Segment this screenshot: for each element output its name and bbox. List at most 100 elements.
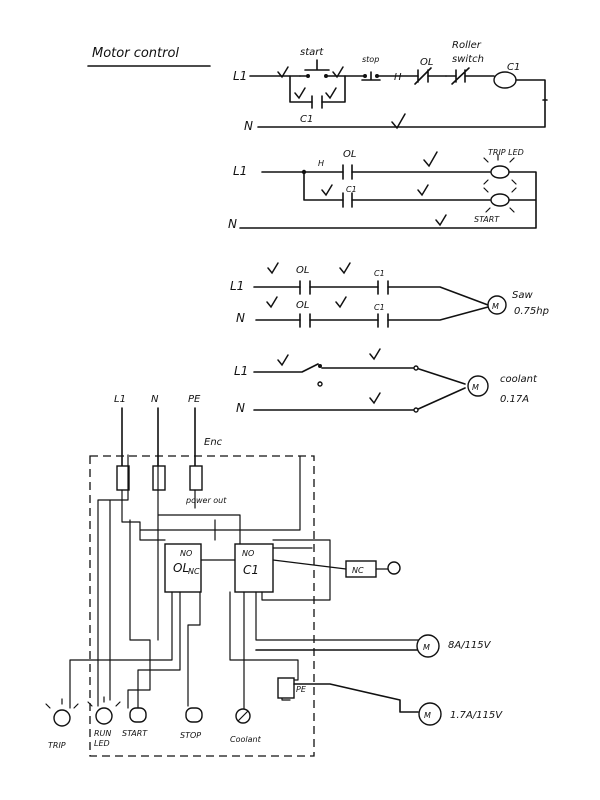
c1-contactor-box [234, 543, 274, 593]
c1-seal-contact [311, 95, 323, 109]
motor2-m: M [424, 711, 431, 720]
panel-wiring: L1 N PE Enc power out OL NO NC C1 NO NC … [45, 394, 503, 757]
ol-nc-label: NC [188, 567, 200, 576]
rung2-c1-contact [342, 192, 353, 208]
rung3-l1-label: L1 [230, 279, 244, 293]
rung4-l1-label: L1 [234, 364, 248, 378]
coolant-motor [467, 375, 489, 397]
rung1-n-label: N [244, 119, 253, 133]
rung4-l1-wire [253, 363, 466, 385]
rung2-n-label: N [228, 217, 237, 231]
wiring-l1-label: L1 [114, 394, 126, 405]
c1-box-label: C1 [243, 563, 259, 577]
run-led-label-2: LED [94, 739, 110, 748]
roller-switch-contact [451, 67, 470, 85]
diagram-title: Motor control [92, 46, 179, 61]
coolant-motor-m: M [472, 383, 479, 392]
saw-hp-label: 0.75hp [514, 306, 549, 317]
pe-terminal-label: PE [296, 685, 307, 694]
start-led-label: START [474, 215, 500, 224]
rung1-coil-label: C1 [507, 62, 520, 73]
n-terminal [152, 465, 166, 491]
rung3-ol2-label: OL [296, 300, 309, 311]
wiring-pe-label: PE [188, 394, 201, 405]
start-pushbutton [304, 59, 330, 71]
run-led [95, 707, 113, 725]
panel-internal-wires [69, 454, 421, 709]
run-led-label-1: RUN [94, 729, 111, 738]
pe-ground-terminal [277, 677, 295, 699]
ol-box-label: OL [173, 561, 189, 575]
trip-indicator [53, 709, 71, 727]
limit-switch-roller [387, 561, 401, 575]
coolant-device-label: Coolant [230, 735, 262, 744]
enclosure-outline [89, 455, 315, 757]
rung3-ol1-label: OL [296, 265, 309, 276]
trip-device-label: TRIP [48, 741, 66, 750]
rung2-n-wire [239, 171, 537, 229]
rung-1-start-stop: L1 N start C1 stop H OL Roller switch C1 [233, 40, 548, 133]
start-button-label: start [300, 47, 324, 58]
rung2-c1-label: C1 [346, 185, 357, 194]
start-device-label: START [122, 729, 148, 738]
rung2-ol-contact [342, 164, 353, 180]
seal-in-branch [289, 75, 346, 103]
c1-seal-label: C1 [300, 114, 313, 125]
roller-label: Roller [452, 40, 482, 51]
rung3-c1a-label: C1 [374, 269, 385, 278]
rung3-n-wire [255, 306, 489, 321]
coolant-amps-label: 0.17A [500, 394, 529, 405]
motor1-rating: 8A/115V [448, 640, 492, 651]
rung2-branch-wire [303, 171, 491, 201]
saw-motor-panel [416, 634, 440, 658]
nc-switch-label: NC [352, 566, 364, 575]
rung2-h-label: H [318, 159, 324, 168]
rung4-n-label: N [236, 401, 245, 415]
ol-no-label: NO [180, 549, 192, 558]
saw-label: Saw [512, 290, 533, 301]
rung3-c1-contact-2 [377, 313, 389, 328]
rung3-ol-contact-2 [299, 313, 311, 328]
coolant-motor-feed [293, 683, 419, 713]
trip-led-label: TRIP LED [488, 148, 524, 157]
trip-led [490, 165, 510, 179]
coolant-motor-panel [418, 702, 442, 726]
rung-3-saw-motor: L1 N OL OL C1 C1 M Saw 0.75hp [230, 262, 549, 328]
pe-terminal [189, 465, 203, 491]
ol-relay-box [164, 543, 202, 593]
stop-device-label: STOP [180, 731, 201, 740]
power-out-label: power out [185, 496, 227, 505]
stop-pushbutton [361, 71, 381, 81]
rung3-c1b-label: C1 [374, 303, 385, 312]
start-button-device [129, 707, 147, 723]
switch-label: switch [452, 54, 484, 65]
ol-nc-contact [414, 67, 432, 85]
rung3-n-label: N [236, 311, 245, 325]
coolant-label: coolant [500, 374, 538, 385]
rung1-ol-label: OL [420, 57, 433, 68]
wiring-n-label: N [151, 394, 159, 405]
l1-terminal [116, 465, 130, 491]
rung4-n-wire [253, 387, 466, 411]
enclosure-label: Enc [204, 437, 223, 448]
rung2-ol-label: OL [343, 149, 356, 160]
rung3-ol-contact-1 [299, 280, 311, 295]
rung3-l1-wire [253, 286, 489, 306]
stop-button-device [185, 707, 203, 723]
rung1-h-label: H [394, 72, 402, 83]
stop-label: stop [362, 55, 379, 64]
saw-motor [487, 295, 507, 315]
rung-4-coolant: L1 N M coolant 0.17A [234, 348, 538, 415]
start-led [490, 193, 510, 207]
rung3-c1-contact-1 [377, 280, 389, 295]
motor2-rating: 1.7A/115V [450, 710, 503, 721]
rung1-n-wire [257, 79, 546, 128]
rung-2-indicators: L1 N H OL C1 TRIP LED START [228, 148, 537, 231]
rung2-l1-label: L1 [233, 164, 247, 178]
c1-coil [493, 71, 517, 89]
c1-no-label: NO [242, 549, 254, 558]
motor1-m: M [423, 643, 430, 652]
saw-motor-m: M [492, 302, 499, 311]
